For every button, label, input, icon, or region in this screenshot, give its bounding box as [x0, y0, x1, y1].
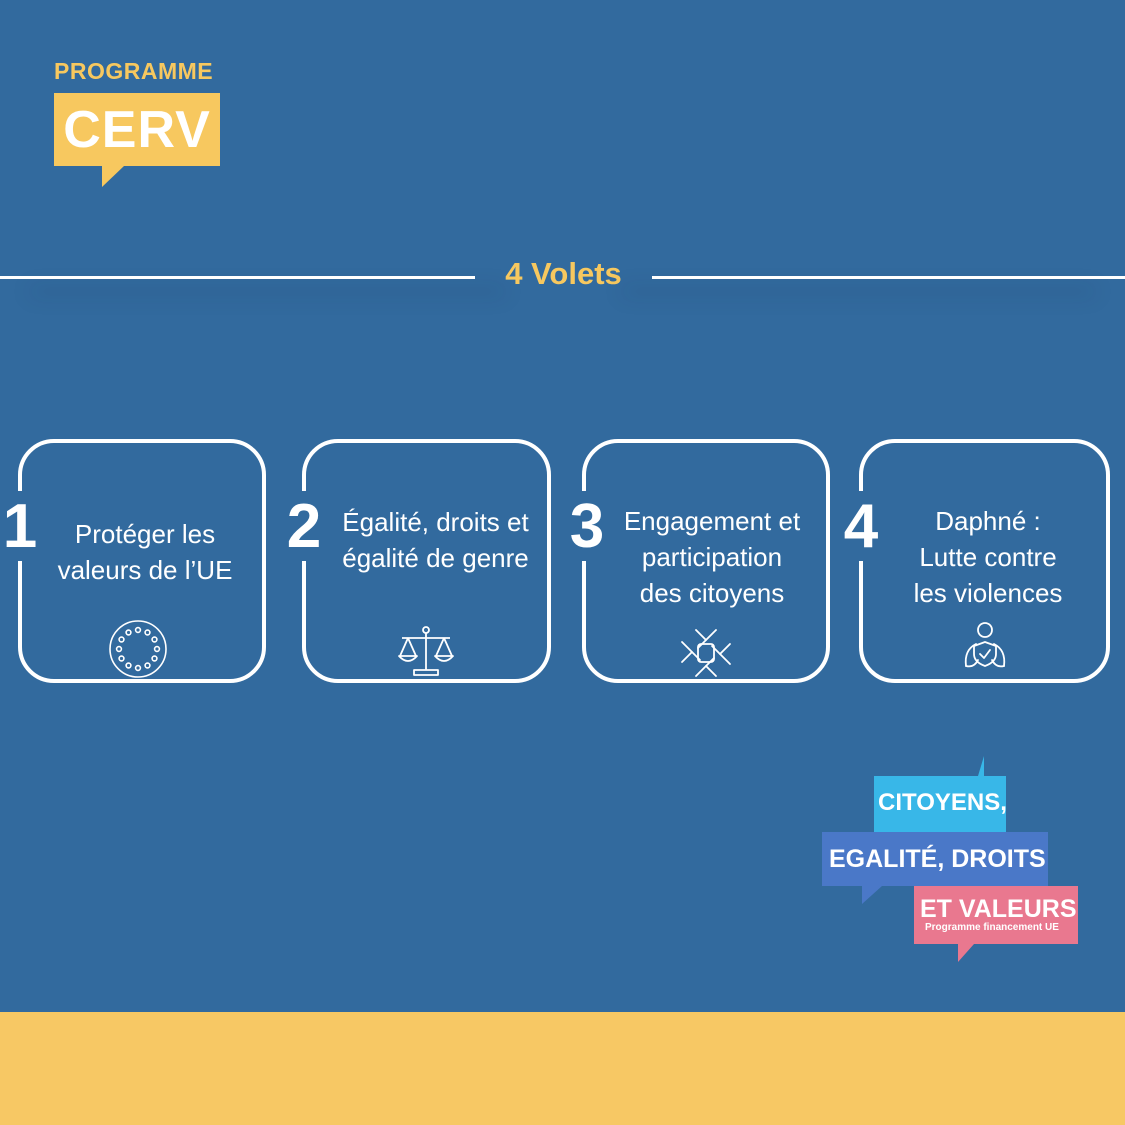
- card-3-line-2: participation: [641, 542, 783, 572]
- card-1-number: 1: [0, 491, 46, 561]
- card-4-line-1: Daphné :: [935, 506, 1041, 536]
- card-3: [582, 439, 830, 683]
- card-3-line-1: Engagement et: [623, 506, 801, 536]
- card-1: [18, 439, 266, 683]
- card-3-line-3: des citoyens: [639, 578, 785, 608]
- footer-logo-line-2: EGALITÉ, DROITS: [829, 845, 1046, 873]
- footer-logo-line-3: ET VALEURS: [920, 895, 1077, 923]
- card-4-line-2: Lutte contre: [919, 542, 1057, 572]
- card-3-number: 3: [561, 491, 613, 561]
- joined-hands-icon: [676, 624, 736, 687]
- section-heading: 4 Volets: [0, 250, 1125, 302]
- card-4-line-3: les violences: [913, 578, 1063, 608]
- logo-cerv-text: CERV: [63, 100, 211, 159]
- citoyens-egalite-droits-valeurs-logo: CITOYENS, EGALITÉ, DROITS ET VALEURS Pro…: [822, 756, 1082, 966]
- card-1-text: Protéger les valeurs de l’UE: [40, 516, 250, 588]
- programme-cerv-logo: PROGRAMME CERV: [54, 58, 224, 190]
- footer-logo-subtitle: Programme financement UE: [925, 922, 1059, 933]
- card-2-line-1: Égalité, droits et: [342, 507, 529, 537]
- bottom-band: [0, 1012, 1125, 1125]
- card-2: [302, 439, 551, 683]
- card-4-number: 4: [835, 491, 887, 561]
- logo-speech-bubble: CERV: [54, 93, 220, 224]
- card-4-text: Daphné : Lutte contre les violences: [893, 503, 1083, 611]
- heading-divider-right: [652, 276, 1125, 279]
- card-2-line-2: égalité de genre: [342, 543, 529, 573]
- card-3-text: Engagement et participation des citoyens: [612, 503, 812, 611]
- card-1-line-1: Protéger les: [74, 519, 216, 549]
- card-2-number: 2: [278, 491, 330, 561]
- eu-stars-icon: [107, 618, 169, 685]
- footer-logo-line-1: CITOYENS,: [878, 789, 1007, 816]
- heading-divider-left: [0, 276, 475, 279]
- person-shield-icon: [958, 620, 1012, 677]
- card-4: [859, 439, 1110, 683]
- heading-title: 4 Volets: [505, 256, 622, 291]
- logo-programme-text: PROGRAMME: [54, 58, 214, 84]
- card-1-line-2: valeurs de l’UE: [57, 555, 233, 585]
- scales-icon: [396, 624, 456, 683]
- card-2-text: Égalité, droits et égalité de genre: [328, 504, 543, 576]
